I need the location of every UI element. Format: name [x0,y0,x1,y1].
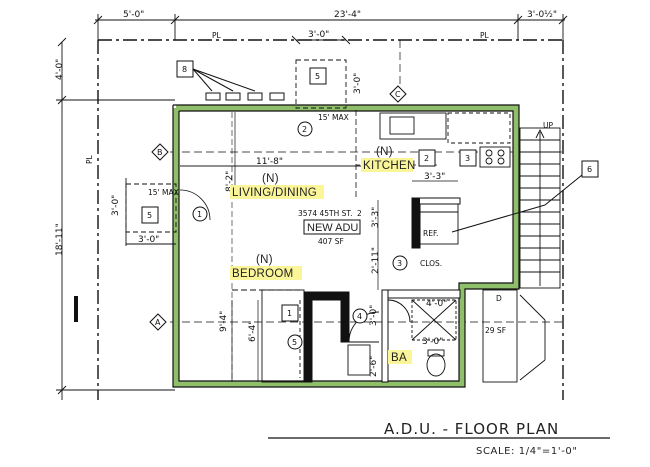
bedroom-name: BEDROOM [232,268,294,280]
kitchen-name: KITCHEN [363,160,416,172]
bedroom-elements [231,112,411,383]
pl-mark-1: PL [212,31,222,40]
unit-address: 3574 45TH ST. [298,209,352,218]
keynote-1-circle: 1 [197,210,202,219]
dim-bath-depth: 2'-6" [369,356,379,377]
dim-closet-height: 2'-11" [371,247,381,274]
bath-label-highlight [388,350,412,364]
bath-name: BA [391,352,407,364]
keynote-8: 8 [182,65,187,74]
dim-shower: 4'-0" [426,299,447,309]
max-note-window: 15' MAX [148,188,179,197]
keynote-5-window: 5 [147,211,152,220]
dim-fridge-height: 3'-3" [371,207,381,228]
drawing-scale: SCALE: 1/4"=1'-0" [476,446,578,457]
keynote-6: 6 [587,165,592,174]
dim-left-top: 4'-0" [55,59,65,80]
kitchen-counter [379,112,511,245]
bath-fixtures [347,299,457,377]
drawing-title: A.D.U. - FLOOR PLAN [384,420,559,438]
dim-window-bay-depth: 3'-0" [111,195,121,216]
keynote-2-circle: 2 [302,125,307,134]
unit-number: 2 [357,209,362,218]
living-name: LIVING/DINING [232,187,317,199]
dim-top-right: 3'-0½" [527,10,557,20]
unit-name-box [303,219,361,235]
deck [482,289,546,383]
deck-area: 29 SF [485,326,506,335]
pl-mark-2: PL [480,31,490,40]
living-prefix: (N) [262,173,279,185]
exterior-walls-highlight [172,104,520,388]
keynote-2-kitchen: 2 [424,154,429,163]
unit-name: NEW ADU [307,222,358,234]
dim-top-main: 23'-4" [334,10,361,20]
window-marks [192,68,285,101]
dim-living-height: 8'-2" [225,171,235,192]
kitchen-prefix: (N) [376,146,393,158]
left-dimension-string [56,37,175,400]
keynote-5-kitchen: 5 [315,72,320,81]
stair-up-label: UP [543,121,553,130]
bedroom-prefix: (N) [256,254,273,266]
window-bay [125,178,177,246]
interior-wall-hatch [304,198,420,382]
dim-left-overall: 18'-11" [55,223,65,256]
max-note-kitchen: 15' MAX [318,113,349,122]
dim-living-width: 11'-8" [256,157,283,167]
dim-kitchen-bump-depth: 3'-0" [353,73,363,94]
dim-top-left: 5'-0" [123,10,144,20]
refrigerator-label: REF. [423,229,438,238]
unit-area: 407 SF [318,237,344,246]
keynote-tags [141,60,599,350]
grid-bubble-c-label: C [395,90,401,99]
top-dimension-string [93,14,568,40]
grid-bubble-c [389,85,407,103]
keynote-4-circle: 4 [357,312,362,321]
pl-mark-3: PL [85,154,94,164]
closet-label: CLOS. [420,259,442,268]
grid-bubble-a [149,313,167,331]
dim-bath-width: 3'-0" [422,337,443,347]
grid-bubble-b-label: B [157,148,163,157]
kitchen-label-highlight [361,158,413,172]
bedroom-label-highlight [230,266,302,280]
grid-bubble-b [151,143,169,161]
dim-wardrobe-height: 6'-4" [248,321,258,342]
dim-bedroom-height: 9'-4" [219,311,229,332]
kitchen-bump [291,35,351,109]
keynote-3-kitchen: 3 [465,154,470,163]
north-marker [74,296,78,322]
living-label-highlight [230,185,324,199]
dim-kitchen-bump-width: 3'-0" [308,30,329,40]
exterior-walls [172,104,520,388]
dim-window-bay-width: 3'-0" [138,235,159,245]
stairs [519,127,561,289]
keynote-5-circle: 5 [292,338,297,347]
deck-label: D [496,294,502,303]
grid-bubble-a-label: A [155,318,161,327]
dim-fridge-width: 3'-3" [424,172,445,182]
keynote-3-circle: 3 [397,259,402,268]
dim-bath-door: 3'-0" [369,305,379,326]
keynote-1-bedroom: 1 [287,309,292,318]
